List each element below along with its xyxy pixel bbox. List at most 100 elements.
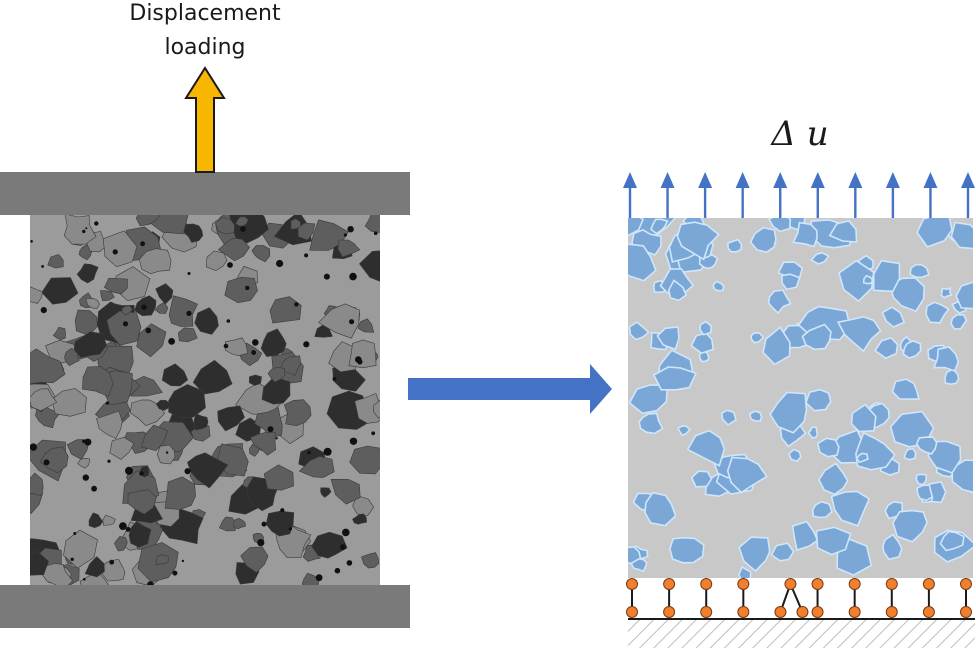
ct-aggregate [269,296,302,324]
ct-pore [373,231,378,235]
ct-aggregate [154,302,169,314]
ct-aggregate [359,250,380,282]
displacement-arrow [698,172,713,218]
ct-pore [184,468,191,475]
model-aggregate [767,289,792,315]
model-aggregate [769,391,808,434]
ct-pore [30,443,37,451]
ct-aggregate [249,432,277,456]
ct-pore [147,581,154,585]
model-aggregate [828,220,858,243]
model-aggregate [874,336,899,360]
support-node [663,578,676,618]
ct-pore [105,401,109,405]
ct-aggregate [30,472,44,497]
model-aggregate [955,281,973,310]
ct-pore [40,307,47,314]
model-aggregate [726,456,768,494]
model-aggregate [872,259,901,293]
model-aggregate [677,425,692,437]
displacement-arrow [848,172,863,218]
ct-aggregate [96,410,123,439]
ct-pore [186,310,192,316]
ct-pore [43,459,50,466]
ct-aggregate [235,216,249,227]
model-aggregate [932,346,960,372]
ct-pore [343,233,347,237]
ct-aggregate [128,521,152,548]
ct-pore [168,338,176,345]
model-aggregate [748,410,763,422]
ct-pore [112,249,118,255]
model-aggregate [815,526,852,556]
displacement-arrow [735,172,750,218]
ct-aggregates [30,215,380,585]
ct-aggregate [155,283,174,305]
displacement-arrow [923,172,938,218]
bottom-platen [0,585,410,628]
delta-u-label: Δ u [771,114,829,154]
model-aggregate [804,388,832,412]
model-mesh [628,218,973,578]
ct-pore [280,508,285,513]
ct-pore [119,522,127,530]
ct-aggregate [52,326,66,341]
model-aggregate [951,459,973,494]
model-aggregate [690,470,713,488]
model-aggregate [712,280,725,292]
ct-pore [288,527,292,531]
ct-aggregate [337,239,361,258]
ct-aggregate [352,513,367,525]
support-node [960,578,972,618]
ct-aggregate [30,348,66,385]
ct-aggregate [139,248,172,275]
model-aggregate [781,273,801,291]
model-aggregate [630,557,648,573]
model-aggregate [950,313,968,330]
ct-pore [307,450,311,455]
ct-aggregate [267,367,286,383]
ct-aggregate [240,546,269,573]
ct-pore [84,438,92,446]
ct-pore [342,528,350,537]
ct-pore [125,466,133,475]
ct-aggregate [40,446,69,474]
ct-aggregate [224,276,258,304]
model-aggregate [909,263,930,279]
right-arrow-icon [408,364,612,414]
ct-pore [340,544,346,550]
model-aggregate [816,437,840,458]
model-aggregate [817,462,849,496]
model-aggregate [807,426,819,439]
model-aggregate [650,218,669,235]
ct-aggregate [155,554,170,566]
ct-aggregate [156,444,176,465]
ct-pore [91,485,97,492]
ct-aggregate [187,452,229,489]
ct-aggregate [251,245,271,263]
ct-aggregate [301,572,320,585]
model-aggregate [750,332,765,344]
ct-aggregate [104,277,128,295]
ct-pore [122,321,129,327]
ct-pore [227,262,233,268]
ct-pore [304,253,309,258]
numerical-model [623,172,975,648]
displacement-arrow [810,172,825,218]
ct-pore [145,327,152,334]
ct-pore [82,474,90,481]
support-node [811,578,824,618]
model-aggregate [737,565,752,578]
support-node [774,578,809,618]
model-aggregate [891,378,920,400]
displacement-arrow [961,172,975,218]
ct-aggregate [155,399,171,411]
ct-aggregate [261,376,291,405]
model-aggregate [638,412,664,435]
model-aggregate [862,274,874,285]
model-aggregate [656,326,680,351]
ct-aggregate [279,355,302,376]
displacement-arrow [885,172,900,218]
ct-pore [41,265,44,268]
model-aggregate [767,218,792,233]
